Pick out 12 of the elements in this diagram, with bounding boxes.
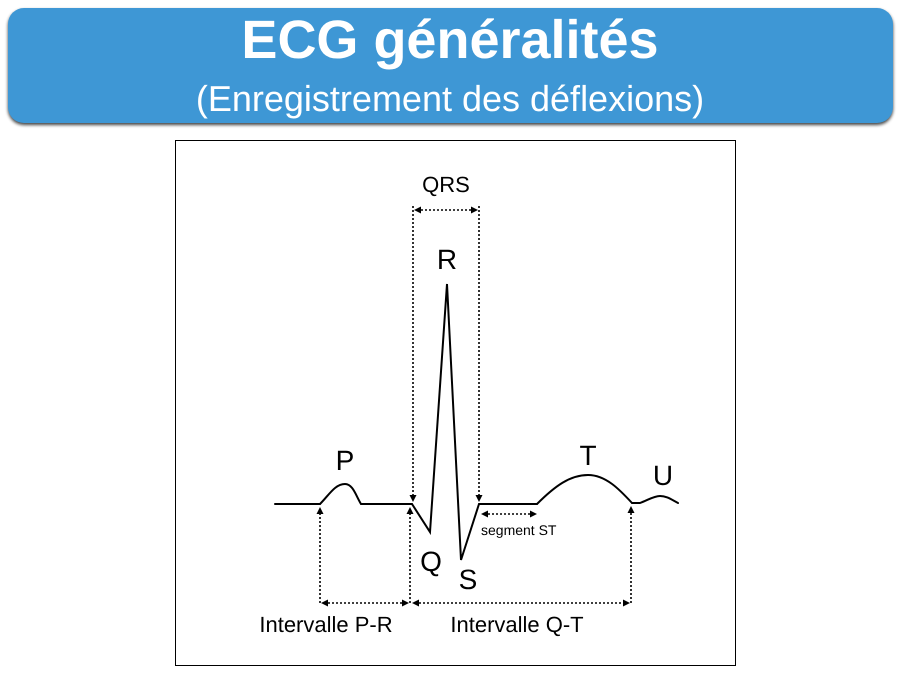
dimension-label: Intervalle Q-T [450,614,584,636]
wave-label: T [579,442,597,470]
wave-label: P [336,447,354,475]
subtitle: (Enregistrement des déflexions) [196,81,704,117]
dimension-label: segment ST [481,523,556,537]
wave-label: U [652,462,674,490]
wave-label: Q [420,548,442,576]
wave-label: S [458,566,478,594]
wave-label: R [436,246,458,274]
dimension-label: QRS [422,174,470,196]
dimension-label: Intervalle P-R [259,614,393,636]
title: ECG généralités [241,13,659,67]
